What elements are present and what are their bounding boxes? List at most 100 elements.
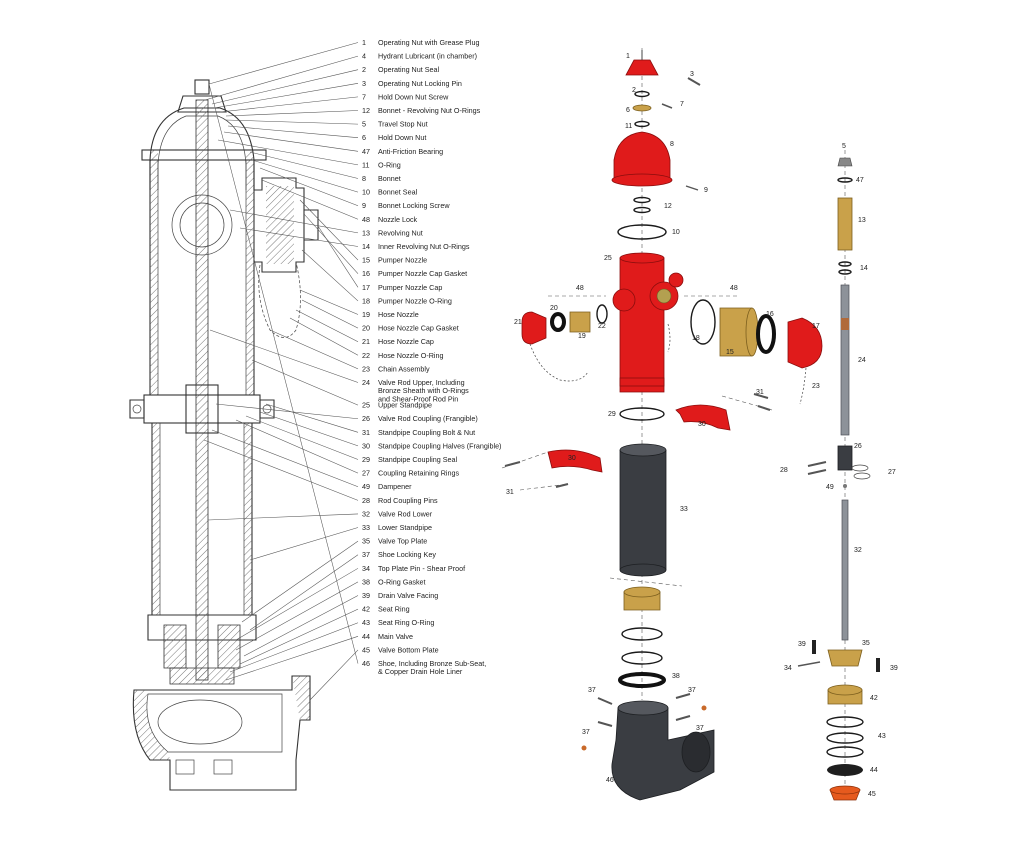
main-valve-part [827, 764, 863, 776]
leader-line [251, 159, 359, 193]
legend-item-label: Pumper Nozzle O-Ring [378, 296, 452, 305]
legend-item-number: 34 [362, 564, 370, 573]
legend-item-number: 3 [362, 79, 366, 88]
legend-item-label: Bonnet Locking Screw [378, 201, 450, 210]
legend-item-label: Inner Revolving Nut O-Rings [378, 242, 470, 251]
leader-line [301, 249, 359, 302]
legend-item-label: Standpipe Coupling Bolt & Nut [378, 428, 475, 437]
leader-line [217, 139, 359, 166]
legend-leader-lines [203, 42, 359, 701]
legend-item-label: & Copper Drain Hole Liner [378, 667, 463, 676]
legend-item-label: Upper Standpipe [378, 401, 432, 410]
leader-line [229, 622, 359, 673]
legend-item-number: 42 [362, 605, 370, 614]
legend-item-label: Shoe, Including Bronze Sub-Seat, [378, 659, 486, 668]
callout-47: 47 [856, 177, 864, 184]
legend-item-label: Lower Standpipe [378, 523, 432, 532]
legend-item-label: Hose Nozzle Cap Gasket [378, 324, 459, 333]
callout-38: 38 [672, 673, 680, 680]
legend-item-label: Valve Rod Upper, Including [378, 378, 465, 387]
callout-42: 42 [870, 695, 878, 702]
legend-item-label: Chain Assembly [378, 364, 430, 373]
leader-line [289, 317, 359, 356]
legend-item-label: Operating Nut Locking Pin [378, 79, 462, 88]
leader-line [204, 55, 359, 101]
legend-item-label: Rod Coupling Pins [378, 496, 438, 505]
callout-37c: 37 [582, 729, 590, 736]
legend-item-label: Operating Nut with Grease Plug [378, 38, 479, 47]
callout-22: 22 [598, 323, 606, 330]
legend-item: 15 Pumper Nozzle [362, 256, 427, 265]
legend-item-number: 31 [362, 428, 370, 437]
part-callouts: 1 3 2 7 6 11 8 9 12 10 25 48 48 20 21 19… [506, 53, 898, 798]
legend-item-number: 27 [362, 469, 370, 478]
legend-item-number: 30 [362, 441, 370, 450]
legend-item-number: 48 [362, 215, 370, 224]
legend-item-number: 1 [362, 38, 366, 47]
legend-item-number: 23 [362, 364, 370, 373]
leader-line [225, 119, 359, 125]
leader-line [295, 309, 359, 342]
legend-item-label: Main Valve [378, 632, 413, 641]
leader-line [239, 227, 359, 247]
legend-item-number: 4 [362, 52, 366, 61]
leader-line [265, 403, 359, 433]
leader-line [239, 608, 359, 665]
standpipe-coupling-half [547, 449, 603, 473]
legend-item-number: 11 [362, 160, 369, 169]
leader-line [213, 83, 359, 109]
callout-24: 24 [858, 357, 866, 364]
callout-2: 2 [632, 87, 636, 94]
legend-item-number: 45 [362, 645, 370, 654]
callout-27: 27 [888, 469, 896, 476]
bonnet-part [613, 131, 671, 181]
legend-item-label: Bonnet [378, 174, 401, 183]
callout-49: 49 [826, 484, 834, 491]
legend-item-label: Dampener [378, 482, 412, 491]
legend-item-number: 10 [362, 188, 370, 197]
callout-39a: 39 [798, 641, 806, 648]
callout-32: 32 [854, 547, 862, 554]
callout-11: 11 [625, 123, 632, 130]
leader-line [249, 554, 359, 631]
legend-item-label: Valve Bottom Plate [378, 645, 439, 654]
callout-37d: 37 [696, 725, 704, 732]
leader-line [223, 131, 359, 152]
legend-item-label: Hold Down Nut [378, 133, 426, 142]
legend-item-number: 33 [362, 523, 370, 532]
legend-item-label: Pumper Nozzle [378, 256, 427, 265]
leader-line [203, 439, 359, 501]
hold-down-nut-part [632, 104, 652, 112]
legend-item-number: 24 [362, 378, 370, 387]
callout-12: 12 [664, 203, 672, 210]
callout-17: 17 [812, 323, 820, 330]
legend-item-label: and Shear-Proof Rod Pin [378, 394, 458, 403]
leader-line [259, 411, 359, 447]
legend-item-label: Operating Nut Seal [378, 65, 440, 74]
legend-item-label: Drain Valve Facing [378, 591, 438, 600]
leader-line [209, 329, 359, 383]
leader-line [235, 581, 359, 651]
leader-line [208, 42, 359, 85]
legend-item-number: 43 [362, 618, 370, 627]
legend-item-number: 15 [362, 256, 370, 265]
legend-item-label: Revolving Nut [378, 228, 423, 237]
callout-44: 44 [870, 767, 878, 774]
callout-48b: 48 [730, 285, 738, 292]
